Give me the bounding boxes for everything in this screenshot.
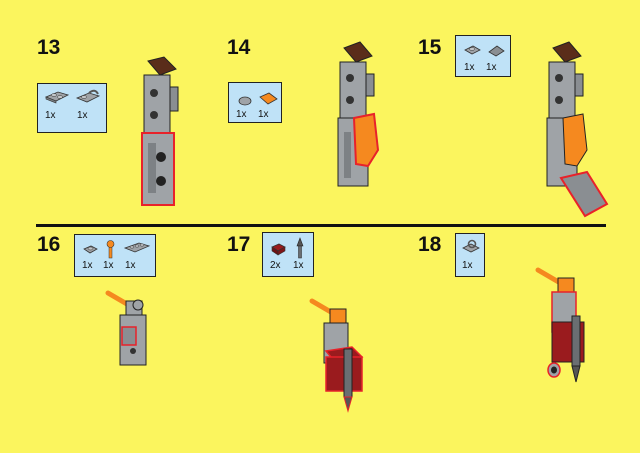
section-divider	[36, 224, 606, 227]
parts-box-step-13: 1x 1x	[37, 83, 107, 133]
part-qty: 1x	[236, 109, 247, 120]
step-number-15: 15	[418, 36, 442, 59]
assembly-model-step-14	[337, 41, 380, 187]
part-qty: 1x	[45, 110, 56, 121]
step-number-16: 16	[37, 233, 61, 256]
part-qty: 1x	[486, 62, 497, 73]
assembly-model-step-15	[546, 41, 609, 218]
dark-red-brick-icon	[271, 243, 286, 256]
gray-slope-icon	[488, 45, 505, 57]
step-number-17: 17	[227, 233, 251, 256]
gray-plate-1x3-icon	[123, 242, 151, 253]
part-qty: 1x	[462, 260, 473, 271]
part-qty: 1x	[103, 260, 114, 271]
assembly-model-step-18	[535, 267, 585, 383]
orange-slope-icon	[259, 92, 278, 105]
parts-box-step-17: 2x 1x	[262, 232, 314, 277]
gray-clip-plate-icon	[462, 239, 480, 253]
assembly-model-step-17	[309, 298, 364, 413]
step-number-14: 14	[227, 36, 251, 59]
part-qty: 1x	[258, 109, 269, 120]
gray-plate-icon	[464, 45, 481, 55]
orange-bar-icon	[106, 240, 115, 259]
parts-box-step-14: 1x 1x	[228, 82, 282, 123]
assembly-model-step-13	[141, 56, 179, 206]
gray-plate-1x2-icon	[44, 91, 70, 104]
parts-box-step-16: 1x 1x 1x	[74, 234, 156, 277]
part-qty: 1x	[77, 110, 88, 121]
parts-box-step-18: 1x	[455, 233, 485, 277]
gray-clip-plate-icon	[75, 89, 101, 103]
step-number-18: 18	[418, 233, 442, 256]
part-qty: 1x	[125, 260, 136, 271]
step-number-13: 13	[37, 36, 61, 59]
parts-box-step-15: 1x 1x	[455, 35, 511, 77]
part-qty: 1x	[293, 260, 304, 271]
gray-spike-icon	[296, 237, 304, 259]
part-qty: 1x	[82, 260, 93, 271]
gray-plate-1x1-icon	[83, 245, 98, 254]
assembly-model-step-16	[105, 290, 147, 366]
gray-round-tile-icon	[238, 96, 252, 106]
part-qty: 2x	[270, 260, 281, 271]
part-qty: 1x	[464, 62, 475, 73]
